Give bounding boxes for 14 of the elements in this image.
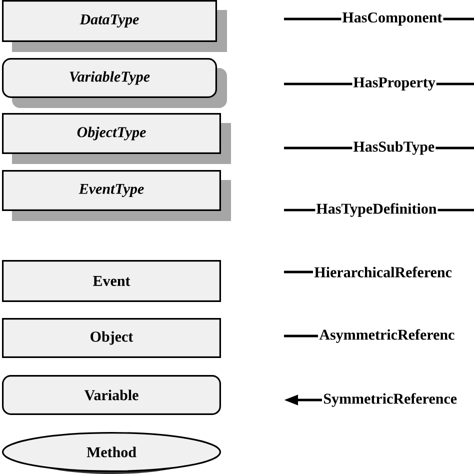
rounded-box: VariableType <box>2 58 227 108</box>
legend-label: SymmetricReference <box>322 392 458 408</box>
type-box: ObjectType <box>2 113 231 164</box>
legend-label: AsymmetricReferenc <box>318 328 456 344</box>
rounded-box: Variable <box>2 375 221 415</box>
legend-label: HasTypeDefinition <box>315 202 438 218</box>
legend-label: HierarchicalReferenc <box>313 266 453 278</box>
legend-label: HasComponent <box>341 11 444 27</box>
legend-label: HasProperty <box>352 76 436 92</box>
type-box: Object <box>2 318 221 358</box>
legend-label: HasSubType <box>352 140 436 156</box>
type-box: DataType <box>2 0 227 52</box>
type-box: EventType <box>2 170 231 221</box>
type-box: Event <box>2 260 221 302</box>
